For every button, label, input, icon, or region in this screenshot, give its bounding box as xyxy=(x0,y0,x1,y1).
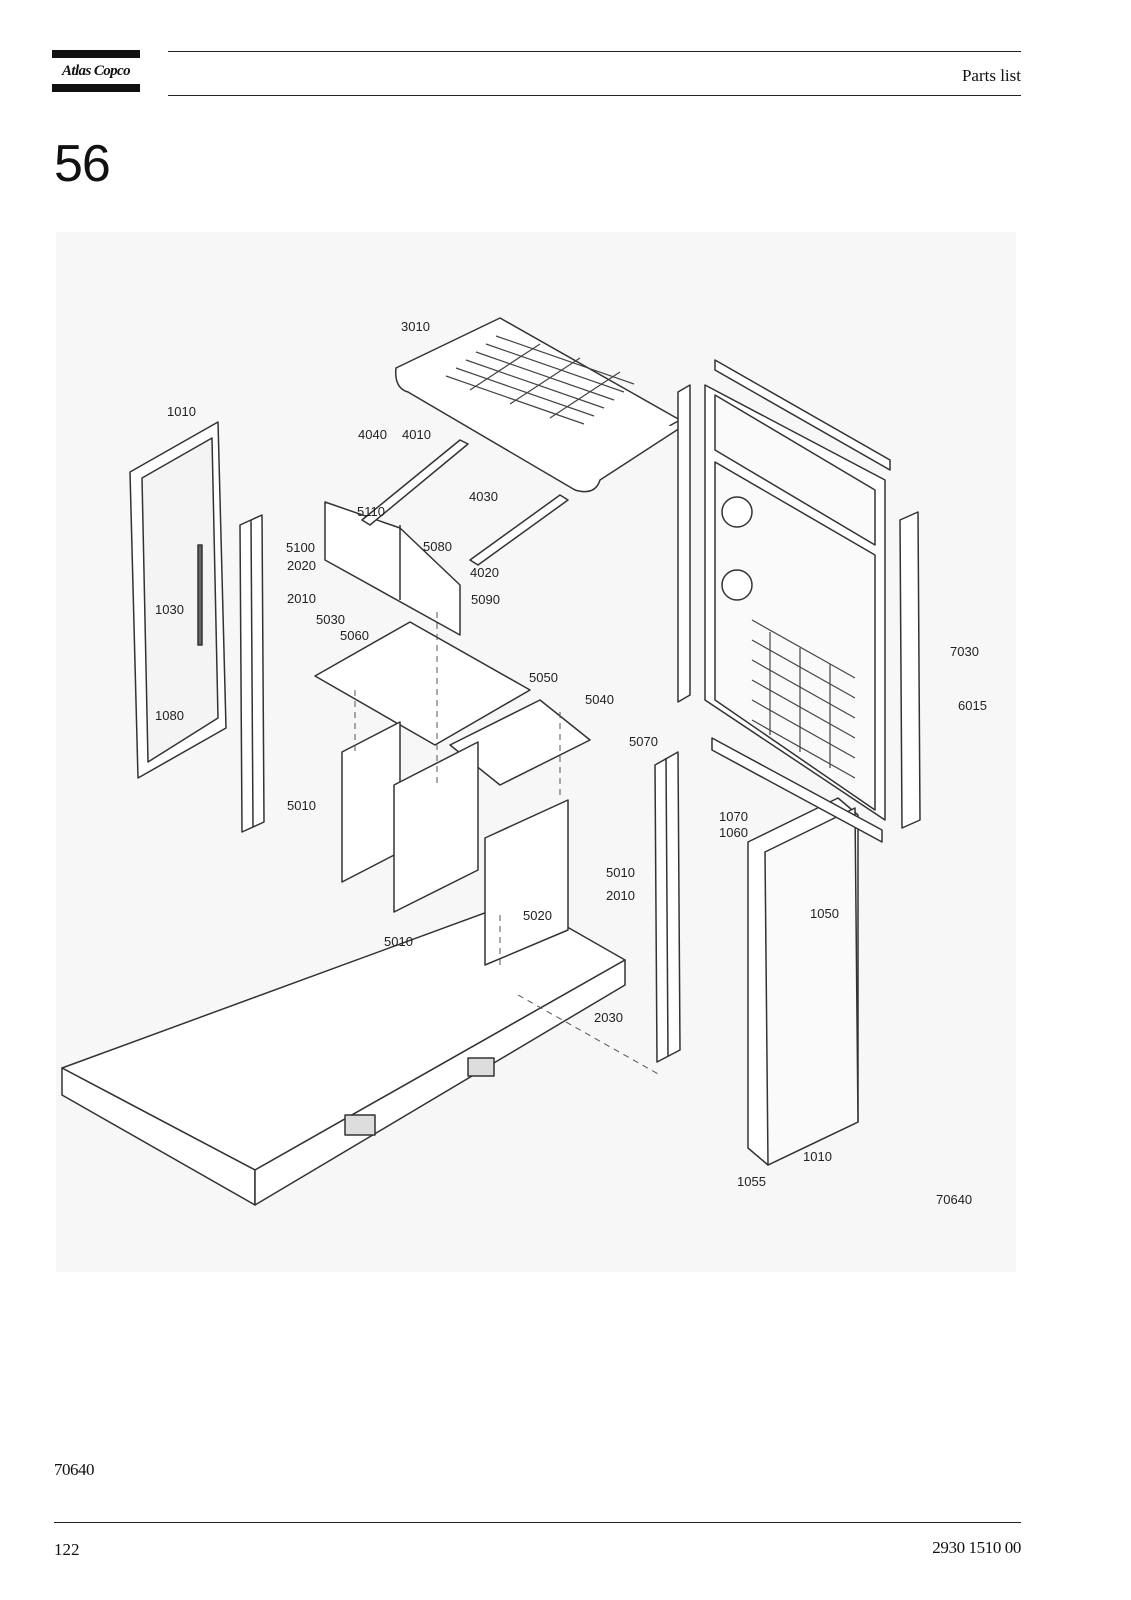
callout-label: 5110 xyxy=(357,504,385,519)
callout-label: 4020 xyxy=(470,565,499,580)
callout-label: 4030 xyxy=(469,489,498,504)
callout-label: 1010 xyxy=(803,1149,832,1164)
callout-label: 1080 xyxy=(155,708,184,723)
drawing-number: 70640 xyxy=(936,1192,972,1207)
side-panel-5010-c xyxy=(484,799,569,966)
mounting-plate-5030 xyxy=(314,621,531,746)
callout-label: 1010 xyxy=(167,404,196,419)
callout-label: 1050 xyxy=(810,906,839,921)
exploded-parts-drawing: 3010 1010 4040 4010 4030 5110 5100 2020 … xyxy=(56,232,1016,1272)
logo-bar-top xyxy=(52,50,140,58)
callout-labels: 3010 1010 4040 4010 4030 5110 5100 2020 … xyxy=(155,319,987,1207)
atlas-copco-logo: Atlas Copco xyxy=(52,50,140,94)
rear-frame xyxy=(677,359,921,843)
assembly-guides xyxy=(354,612,661,1076)
callout-label: 5100 xyxy=(286,540,315,555)
callout-label: 1060 xyxy=(719,825,748,840)
callout-label: 5020 xyxy=(523,908,552,923)
callout-label: 5030 xyxy=(316,612,345,627)
front-door xyxy=(747,797,859,1166)
page-title: Parts list xyxy=(961,66,1021,85)
header-rule-bottom xyxy=(168,95,1021,96)
callout-label: 2020 xyxy=(287,558,316,573)
brand-name: Atlas Copco xyxy=(62,63,131,79)
callout-label: 3010 xyxy=(401,319,430,334)
base-frame xyxy=(61,899,626,1206)
callout-label: 5060 xyxy=(340,628,369,643)
logo-bar-bottom xyxy=(52,84,140,92)
callout-label: 2030 xyxy=(594,1010,623,1025)
support-brackets xyxy=(361,439,569,566)
document-number: 2930 1510 00 xyxy=(932,1538,1021,1557)
callout-label: 5040 xyxy=(585,692,614,707)
side-panel-5010-b xyxy=(393,741,479,913)
left-upright xyxy=(239,514,265,833)
callout-label: 6015 xyxy=(958,698,987,713)
mounting-plate-5050 xyxy=(449,699,591,786)
callout-label: 4040 xyxy=(358,427,387,442)
drawing-reference: 70640 xyxy=(54,1460,95,1479)
callout-label: 5070 xyxy=(629,734,658,749)
callout-label: 4010 xyxy=(402,427,431,442)
header-rule-top xyxy=(168,51,1021,52)
left-door xyxy=(129,421,227,779)
callout-label: 5010 xyxy=(606,865,635,880)
footer-rule xyxy=(54,1522,1021,1523)
callout-label: 2010 xyxy=(287,591,316,606)
callout-label: 5080 xyxy=(423,539,452,554)
rear-grille xyxy=(751,619,856,779)
right-post xyxy=(654,751,681,1063)
callout-label: 5010 xyxy=(384,934,413,949)
callout-label: 5010 xyxy=(287,798,316,813)
callout-label: 5050 xyxy=(529,670,558,685)
roof-grille xyxy=(445,335,635,425)
callout-label: 1030 xyxy=(155,602,184,617)
callout-label: 2010 xyxy=(606,888,635,903)
callout-label: 1055 xyxy=(737,1174,766,1189)
page-number: 122 xyxy=(54,1540,80,1559)
callout-label: 5090 xyxy=(471,592,500,607)
section-number: 56 xyxy=(54,135,111,193)
inner-partition xyxy=(324,501,461,636)
callout-label: 1070 xyxy=(719,809,748,824)
callout-label: 7030 xyxy=(950,644,979,659)
